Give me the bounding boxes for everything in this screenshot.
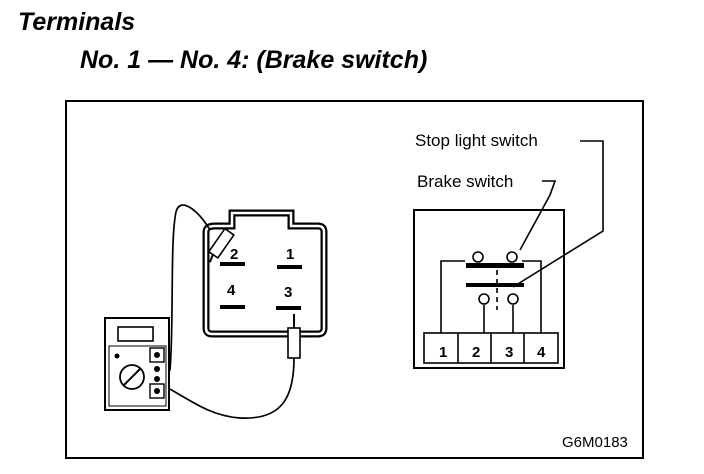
pin-slot-4 bbox=[220, 305, 245, 309]
figure-code: G6M0183 bbox=[562, 434, 628, 451]
switch-schematic: Stop light switch Brake switch 1 2 3 4 bbox=[413, 131, 604, 369]
wire-terminal-1 bbox=[440, 260, 465, 333]
switch-terminal-1: 1 bbox=[439, 344, 447, 361]
meter-jack-3 bbox=[154, 376, 160, 382]
connector-outline-inner bbox=[204, 211, 326, 336]
multimeter bbox=[104, 317, 170, 411]
stop-light-leader-line bbox=[512, 140, 604, 288]
stop-contact-bar bbox=[466, 263, 524, 268]
lower-lead-wire bbox=[167, 357, 295, 419]
probe-lower-body bbox=[287, 327, 301, 359]
connector: 2 1 4 3 bbox=[202, 209, 328, 338]
stop-light-switch-label: Stop light switch bbox=[415, 131, 538, 150]
meter-panel bbox=[108, 345, 167, 407]
page-subtitle: No. 1 — No. 4: (Brake switch) bbox=[80, 46, 428, 74]
brake-contact-bar bbox=[466, 283, 524, 287]
meter-jack-1 bbox=[154, 352, 160, 358]
upper-lead-wire bbox=[162, 204, 211, 378]
probe-upper-tip bbox=[209, 254, 214, 263]
pin-slot-2 bbox=[220, 262, 245, 266]
stop-contact-right bbox=[506, 251, 518, 263]
page-title: Terminals bbox=[18, 8, 136, 36]
brake-contact-right bbox=[507, 293, 519, 305]
pin-slot-3 bbox=[276, 306, 301, 310]
meter-dial-pointer bbox=[123, 368, 141, 386]
connector-pin-3: 3 bbox=[284, 284, 292, 301]
wire-terminal-4 bbox=[522, 260, 542, 333]
meter-display bbox=[117, 326, 154, 342]
pin-slot-1 bbox=[277, 265, 302, 269]
brake-switch-leader-line bbox=[519, 180, 557, 251]
brake-contact-left bbox=[478, 293, 490, 305]
connector-pin-1: 1 bbox=[286, 246, 294, 263]
switch-terminal-2: 2 bbox=[472, 344, 480, 361]
switch-housing bbox=[413, 209, 565, 369]
stop-contact-left bbox=[472, 251, 484, 263]
figure-frame bbox=[65, 100, 644, 459]
meter-jack-2 bbox=[154, 366, 160, 372]
switch-terminal-4: 4 bbox=[537, 344, 546, 361]
meter-jack-4 bbox=[154, 388, 160, 394]
meter-indicator-dot bbox=[114, 353, 120, 359]
connector-pin-2: 2 bbox=[230, 246, 238, 263]
test-probes bbox=[162, 204, 301, 419]
brake-switch-label: Brake switch bbox=[417, 172, 513, 191]
connector-pin-4: 4 bbox=[227, 282, 236, 299]
switch-terminal-3: 3 bbox=[505, 344, 513, 361]
